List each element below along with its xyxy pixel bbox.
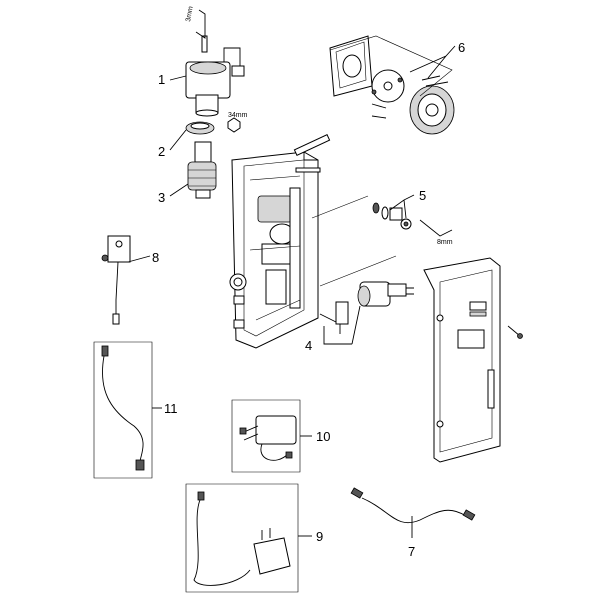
callout-labels: 1 2 3 4 5 6 7 8 9 10 11 xyxy=(152,40,465,559)
callout-6: 6 xyxy=(458,40,465,55)
mounting-box xyxy=(229,134,331,349)
callout-11: 11 xyxy=(164,401,178,416)
callout-10: 10 xyxy=(316,429,330,444)
part-2-ring-nut xyxy=(185,121,215,135)
part-3-cartridge xyxy=(187,141,217,199)
part-4-valve xyxy=(319,281,414,334)
part-5-adapter xyxy=(372,202,412,230)
hex-key-3mm: 3mm xyxy=(185,6,206,39)
callout-9: 9 xyxy=(316,529,323,544)
nut-34mm: 34mm xyxy=(227,112,248,133)
cover-plate xyxy=(423,257,523,463)
callout-7: 7 xyxy=(408,544,415,559)
hex-key-8mm: 8mm xyxy=(419,219,453,246)
nut-34mm-label: 34mm xyxy=(228,112,248,119)
part-6-wall-plate-handle xyxy=(329,35,455,135)
callout-4: 4 xyxy=(305,338,312,353)
part-7-cable xyxy=(350,487,476,524)
callout-3: 3 xyxy=(158,190,165,205)
hex-3mm-label: 3mm xyxy=(185,6,195,23)
hex-8mm-label: 8mm xyxy=(437,239,453,246)
leader-lines xyxy=(127,35,456,538)
callout-2: 2 xyxy=(158,144,165,159)
callout-5: 5 xyxy=(419,188,426,203)
part-9-power-supply xyxy=(185,483,299,593)
callout-1: 1 xyxy=(158,72,165,87)
part-1-solenoid-valve xyxy=(185,35,245,117)
part-10-battery xyxy=(231,399,301,473)
part-8-sensor xyxy=(101,235,131,325)
part-11-cable xyxy=(93,341,153,479)
callout-8: 8 xyxy=(152,250,159,265)
